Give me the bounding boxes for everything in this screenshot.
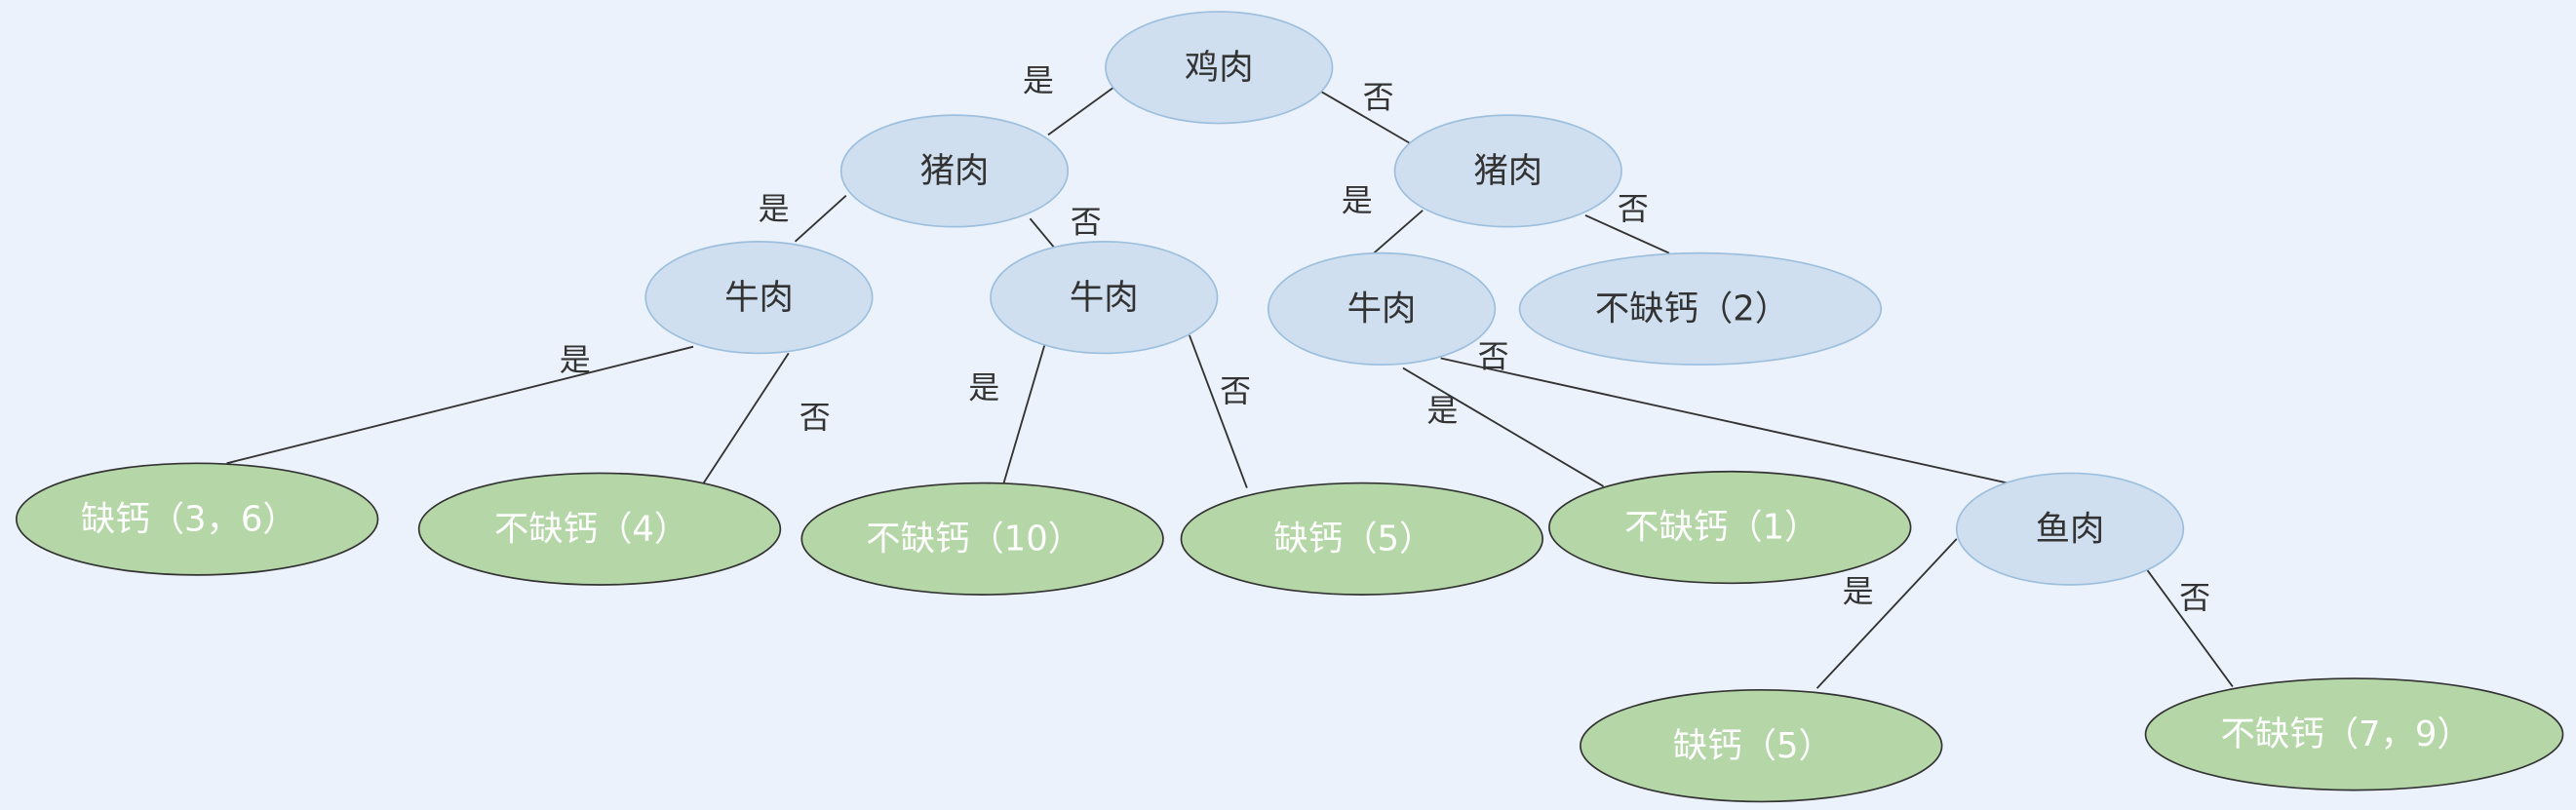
edge-label-yes: 是 [968,368,999,405]
edge-label-yes: 是 [560,341,591,378]
node-beef-1: 牛肉 [644,241,874,355]
edge-pork-left-beef-1 [794,194,847,243]
edge-label-no: 否 [1363,78,1394,115]
node-label: 鸡肉 [1185,48,1254,88]
node-label: 猪肉 [920,151,990,191]
edge-beef-1-leaf-3-6 [226,345,694,465]
edge-label-no: 否 [1478,337,1509,374]
node-leaf-no-deficiency-4: 不缺钙（4） [417,472,782,586]
edge-beef-3-leaf-1 [1402,366,1604,487]
edge-label-yes: 是 [1843,572,1874,609]
edge-labels: 是 否 是 否 是 否 是 否 是 否 是 否 是 否 [560,61,2210,616]
edge-label-yes: 是 [759,190,790,227]
edge-beef-3-fish [1440,357,2009,484]
edge-pork-right-beef-3 [1369,210,1424,257]
node-beef-2: 牛肉 [990,241,1219,355]
edge-label-no: 否 [1618,190,1649,227]
edge-fish-leaf-5b [1815,538,1958,689]
node-leaf-deficiency-3-6: 缺钙（3，6） [16,462,379,576]
node-label: 牛肉 [1347,289,1417,329]
node-label: 不缺钙（1） [1624,508,1818,548]
node-leaf-deficiency-5b: 缺钙（5） [1580,688,1943,803]
node-label: 猪肉 [1473,151,1542,191]
edge-beef-2-leaf-10 [1002,337,1048,483]
edge-beef-2-leaf-5a [1189,334,1248,488]
edges [226,86,2234,689]
node-label: 缺钙（5） [1273,520,1433,559]
edge-label-yes: 是 [1426,392,1458,429]
node-fish: 鱼肉 [1955,472,2185,586]
node-label: 鱼肉 [2036,509,2105,549]
node-leaf-deficiency-5a: 缺钙（5） [1180,482,1544,596]
edge-pork-right-leaf-2 [1584,214,1670,254]
edge-root-pork-left [1047,86,1114,136]
edge-label-no: 否 [1220,372,1251,409]
edge-root-pork-right [1318,90,1411,144]
node-label: 缺钙（5） [1673,726,1833,766]
node-label: 不缺钙（4） [494,509,688,549]
node-leaf-no-deficiency-10: 不缺钙（10） [800,482,1164,596]
node-label: 不缺钙（7，9） [2220,714,2471,754]
edge-label-no: 否 [2179,579,2210,616]
node-root: 鸡肉 [1105,11,1334,125]
edge-label-yes: 是 [1342,181,1373,218]
edge-beef-1-leaf-4 [700,352,790,487]
node-label: 不缺钙（2） [1595,289,1789,329]
node-pork-right: 猪肉 [1393,114,1622,228]
node-leaf-no-deficiency-1: 不缺钙（1） [1548,470,1912,585]
node-beef-3: 牛肉 [1267,251,1497,366]
edge-pork-left-beef-2 [1029,217,1056,250]
node-leaf-no-deficiency-7-9: 不缺钙（7，9） [2144,677,2564,791]
node-label: 牛肉 [1070,278,1139,318]
edge-label-no: 否 [800,399,831,436]
node-label: 牛肉 [724,278,794,318]
node-label: 缺钙（3，6） [81,499,297,539]
edge-label-yes: 是 [1023,61,1054,98]
node-leaf-no-deficiency-2: 不缺钙（2） [1518,251,1883,366]
edge-fish-leaf-7-9 [2146,569,2234,688]
edge-label-no: 否 [1071,203,1102,240]
node-label: 不缺钙（10） [866,520,1082,559]
node-pork-left: 猪肉 [839,114,1070,228]
